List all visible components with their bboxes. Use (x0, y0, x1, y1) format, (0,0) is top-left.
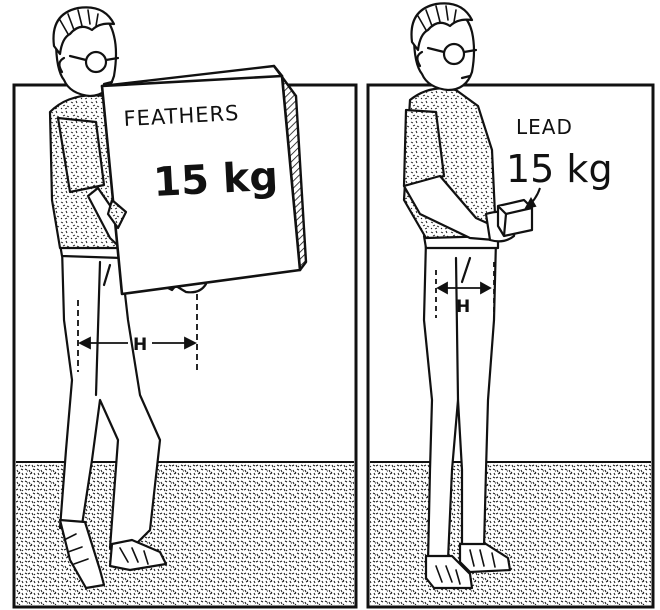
feathers-weight: 15 kg (152, 154, 279, 206)
right-distance-label: H (456, 297, 470, 317)
right-panel: LEAD 15 kg H (368, 3, 653, 607)
lead-label: LEAD (516, 115, 573, 139)
feathers-box: FEATHERS 15 kg (102, 66, 306, 294)
lead-weight: 15 kg (506, 147, 613, 191)
right-floor (370, 462, 651, 605)
left-panel: FEATHERS 15 kg H (14, 7, 356, 607)
left-distance-label: H (133, 335, 147, 355)
